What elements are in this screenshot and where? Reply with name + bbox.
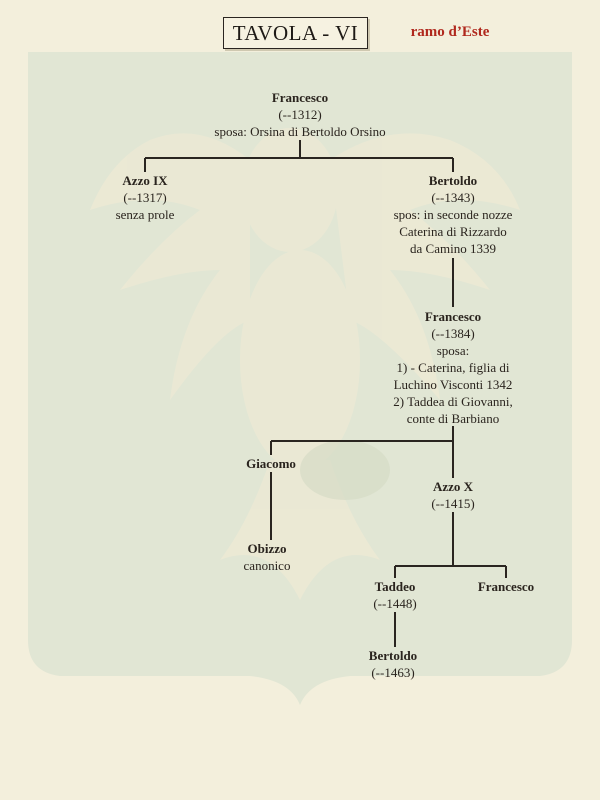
person-dates: (--1384) xyxy=(431,326,475,341)
person-name: Azzo X xyxy=(432,479,474,494)
person-azzo-x: Azzo X (--1415) xyxy=(400,478,506,512)
person-name: Francesco xyxy=(477,579,535,594)
person-name: Azzo IX xyxy=(122,173,168,188)
person-note: conte di Barbiano xyxy=(406,411,500,426)
person-dates: (--1312) xyxy=(278,107,322,122)
page-title: TAVOLA - VI xyxy=(223,17,368,49)
person-dates: (--1415) xyxy=(431,496,475,511)
person-note: Luchino Visconti 1342 xyxy=(393,377,513,392)
person-giacomo: Giacomo xyxy=(221,455,321,472)
person-note: da Camino 1339 xyxy=(410,241,496,256)
person-bertoldo-1343: Bertoldo (--1343) spos: in seconde nozze… xyxy=(360,172,546,257)
person-francesco-1384: Francesco (--1384) sposa: 1) - Caterina,… xyxy=(360,308,546,427)
person-note: 2) Taddea di Giovanni, xyxy=(393,394,513,409)
person-taddeo: Taddeo (--1448) xyxy=(345,578,445,612)
person-dates: (--1448) xyxy=(373,596,417,611)
person-note: canonico xyxy=(243,558,291,573)
person-francesco-leaf: Francesco xyxy=(456,578,556,595)
person-azzo-ix: Azzo IX (--1317) senza prole xyxy=(85,172,205,223)
person-name: Francesco xyxy=(271,90,329,105)
person-name: Obizzo xyxy=(247,541,287,556)
person-francesco-1312: Francesco (--1312) sposa: Orsina di Bert… xyxy=(180,89,420,140)
person-name: Giacomo xyxy=(246,456,296,471)
person-note: sposa: xyxy=(436,343,470,358)
person-note: Caterina di Rizzardo xyxy=(399,224,507,239)
person-dates: (--1343) xyxy=(431,190,475,205)
person-note: spos: in seconde nozze xyxy=(393,207,513,222)
person-obizzo: Obizzo canonico xyxy=(217,540,317,574)
person-dates: (--1317) xyxy=(123,190,167,205)
person-note: sposa: Orsina di Bertoldo Orsino xyxy=(214,124,386,139)
person-name: Bertoldo xyxy=(428,173,478,188)
person-name: Francesco xyxy=(424,309,482,324)
branch-label: ramo d’Este xyxy=(410,24,490,40)
person-note: 1) - Caterina, figlia di xyxy=(396,360,510,375)
person-dates: (--1463) xyxy=(371,665,415,680)
person-name: Taddeo xyxy=(374,579,416,594)
person-note: senza prole xyxy=(115,207,175,222)
person-name: Bertoldo xyxy=(368,648,418,663)
person-bertoldo-1463: Bertoldo (--1463) xyxy=(343,647,443,681)
